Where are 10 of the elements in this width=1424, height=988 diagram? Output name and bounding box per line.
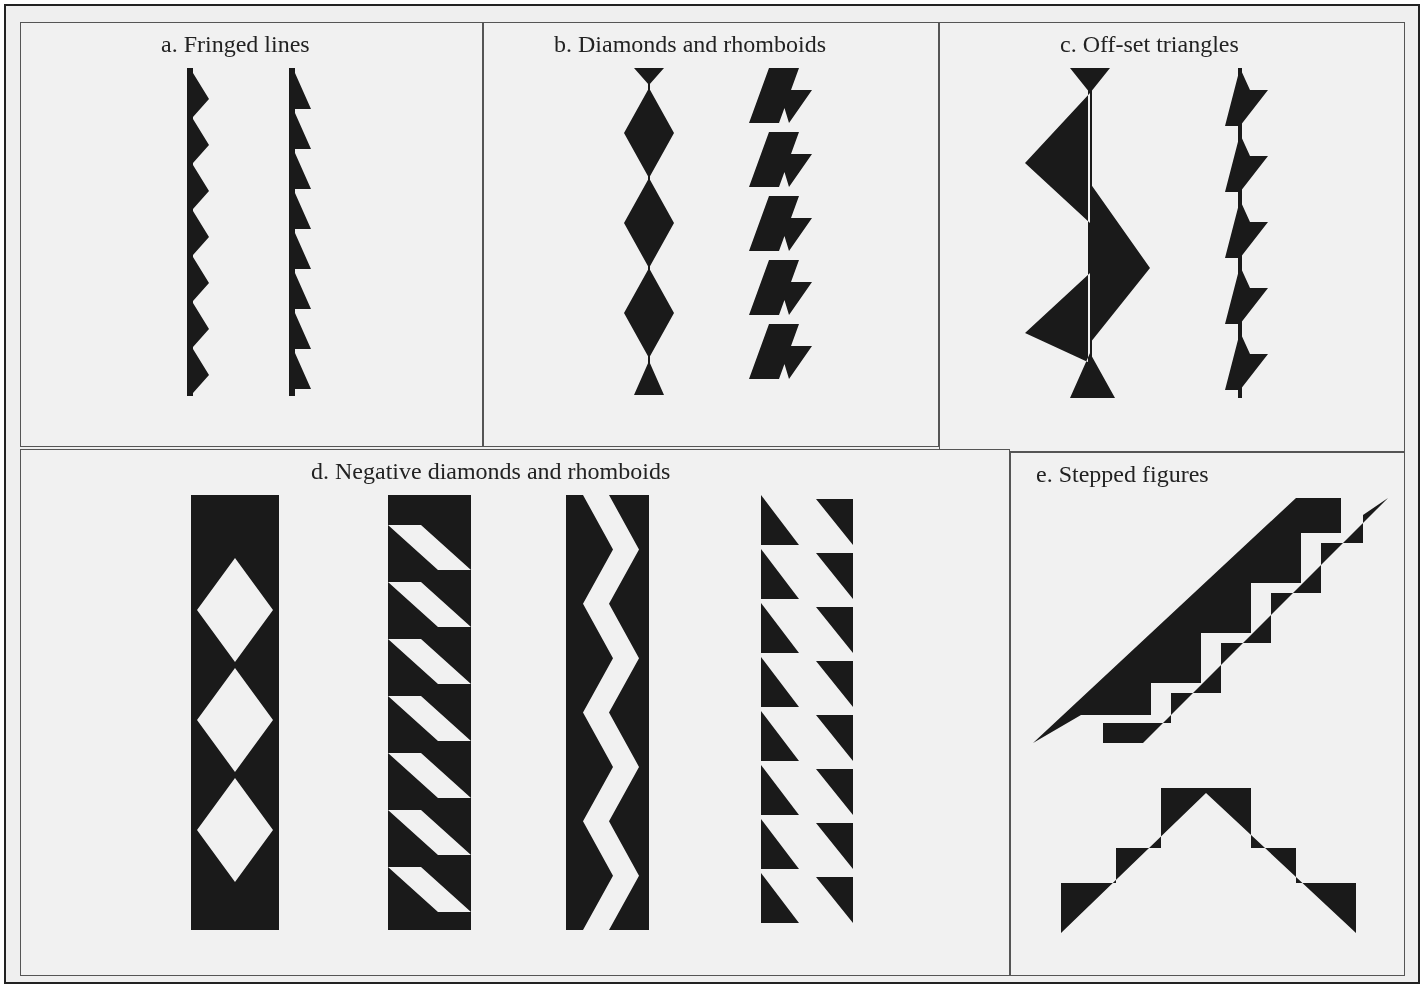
pattern-panel	[939, 22, 1405, 452]
pattern-panel	[1010, 452, 1405, 976]
panel-title: d. Negative diamonds and rhomboids	[311, 458, 671, 485]
panel-title: c. Off-set triangles	[1060, 31, 1239, 58]
pattern-panel	[20, 22, 483, 447]
pattern-panel	[20, 449, 1010, 976]
panel-title: a. Fringed lines	[161, 31, 310, 58]
panel-title: b. Diamonds and rhomboids	[554, 31, 826, 58]
panel-title: e. Stepped figures	[1036, 461, 1209, 488]
pattern-panel	[483, 22, 939, 447]
